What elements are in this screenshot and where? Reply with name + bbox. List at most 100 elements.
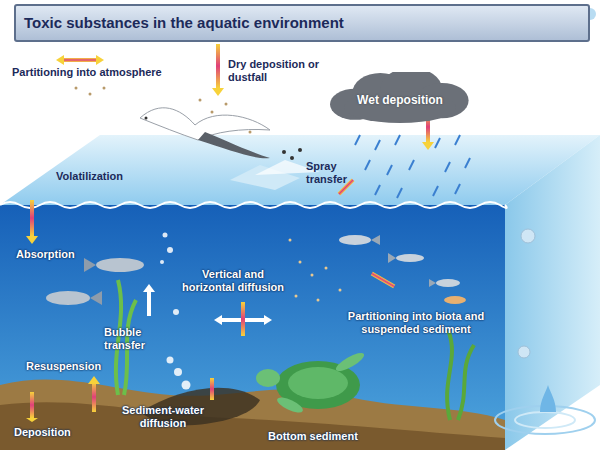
particle: [339, 289, 342, 292]
dust-dot: [290, 156, 294, 160]
turtle-shell: [288, 367, 348, 399]
process-label: Volatilization: [56, 170, 166, 183]
fish-tail: [84, 258, 96, 272]
rain-drop: [375, 185, 380, 195]
arrow-bar: [147, 290, 151, 316]
rain-drop: [465, 158, 470, 168]
arrow-head: [26, 236, 38, 244]
process-label: Sediment-water diffusion: [118, 404, 208, 429]
turtle-flipper: [275, 395, 305, 416]
process-label: Resuspension: [26, 360, 126, 373]
title: Toxic substances in the aquatic environm…: [24, 14, 588, 31]
seagull: [140, 108, 270, 158]
fish-tail: [371, 235, 380, 245]
arrow-head: [212, 88, 224, 96]
rain-drop: [375, 140, 380, 150]
dust-dot: [282, 150, 286, 154]
water-drop: [518, 346, 530, 358]
particle: [311, 274, 314, 277]
wave-line: [0, 202, 507, 208]
rain-cloud: Wet deposition: [330, 72, 470, 124]
process-label: Bubble transfer: [104, 326, 160, 351]
water-front: [0, 205, 505, 450]
process-label: Vertical and horizontal diffusion: [176, 268, 290, 293]
rain-drop: [455, 135, 460, 145]
arrow-head: [214, 315, 222, 325]
rain-drop: [387, 165, 392, 175]
process-label: Spray transfer: [306, 160, 356, 185]
bottom-sediment: [0, 402, 505, 450]
dust-dot: [75, 87, 78, 90]
ripple: [515, 412, 575, 428]
turtle-flipper: [334, 350, 367, 375]
bubble: [182, 381, 191, 390]
splash: [495, 8, 596, 434]
dust-dot: [103, 87, 106, 90]
gull-eye: [145, 117, 148, 120]
dust-dot: [199, 99, 202, 102]
fish-body: [339, 235, 371, 245]
bubbles: [160, 233, 191, 390]
fish-body: [96, 258, 144, 272]
turtle: [256, 350, 366, 416]
dust-dot: [298, 148, 302, 152]
bubble: [160, 260, 164, 264]
arrow-head: [26, 418, 38, 422]
particle: [317, 299, 320, 302]
arrow-bar: [210, 378, 214, 400]
rain-drop: [397, 188, 402, 198]
bubble: [167, 247, 173, 253]
bubble: [167, 357, 174, 364]
arrow-head: [96, 55, 104, 65]
particles: [289, 239, 342, 302]
fish-tail: [429, 279, 436, 287]
dust: [75, 87, 303, 161]
process-label: Partitioning into biota and suspended se…: [330, 310, 502, 335]
dust-dot: [211, 111, 214, 114]
arrow-bar: [216, 44, 220, 88]
rain-drop: [409, 160, 414, 170]
arrow-head: [143, 284, 155, 292]
dust-dot: [249, 131, 252, 134]
bubble: [174, 368, 182, 376]
process-label: Dry deposition or dustfall: [228, 58, 324, 83]
fish-body: [46, 291, 90, 305]
title-band: Toxic substances in the aquatic environm…: [14, 4, 590, 42]
water-drop: [521, 229, 535, 243]
dust-dot: [225, 103, 228, 106]
fish-tail: [90, 291, 102, 305]
arrow-head: [56, 55, 64, 65]
arrow-bar: [30, 200, 34, 236]
arrow-bar: [92, 382, 96, 412]
turtle-head: [256, 369, 280, 387]
water-side: [505, 135, 600, 450]
dust-dot: [89, 93, 92, 96]
arrow-bar: [60, 58, 100, 62]
fish: [46, 235, 466, 305]
bubble: [163, 233, 168, 238]
seaweed: [447, 330, 474, 420]
splash-drop: [540, 385, 556, 412]
rain-drop: [365, 160, 370, 170]
bottom-sediment: [0, 380, 505, 450]
rain-drop: [355, 135, 360, 145]
arrow-bar: [371, 272, 396, 288]
rain-drop: [435, 138, 440, 148]
fish-body: [444, 296, 466, 304]
water-surface: [0, 135, 600, 205]
process-label: Partitioning into atmosphere: [12, 66, 182, 79]
rain-drop: [445, 162, 450, 172]
particle: [325, 267, 328, 270]
fish-tail: [388, 253, 396, 263]
particle: [289, 239, 292, 242]
fish-body: [396, 254, 424, 262]
process-label: Deposition: [14, 426, 104, 439]
cloud-label: Wet deposition: [330, 93, 470, 107]
gull-wing: [198, 132, 270, 158]
arrow-head: [264, 315, 272, 325]
process-label: Absorption: [16, 248, 106, 261]
rain-drop: [395, 135, 400, 145]
bubble: [173, 309, 179, 315]
arrow-bar: [241, 302, 245, 336]
